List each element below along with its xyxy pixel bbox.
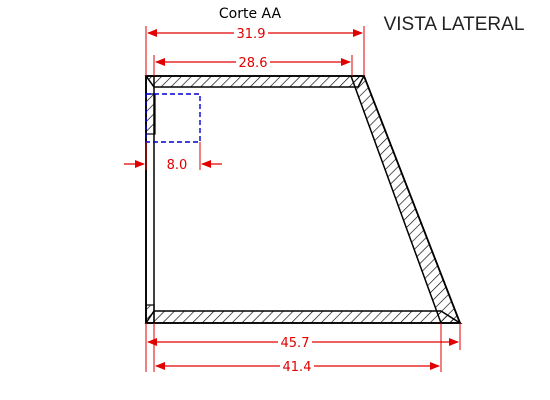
dim-label-bottom-inner: 41.4 <box>283 360 312 375</box>
left-insert-bottom <box>145 304 155 324</box>
dimension-top-inner: 28.6 <box>153 53 353 76</box>
top-wall <box>144 75 366 88</box>
section-title: Corte AA <box>219 6 282 22</box>
dimension-bottom-inner: 41.4 <box>153 323 442 375</box>
dim-label-bottom-outer: 45.7 <box>281 336 310 351</box>
left-insert <box>145 93 156 135</box>
dim-label-pocket: 8.0 <box>167 158 188 173</box>
hidden-pocket <box>145 93 201 143</box>
outline <box>145 75 462 324</box>
dimension-bottom-outer: 45.7 <box>145 323 461 372</box>
view-title: VISTA LATERAL <box>384 14 525 35</box>
dim-label-top-inner: 28.6 <box>239 56 268 71</box>
section-body <box>144 75 463 324</box>
dim-label-top-outer: 31.9 <box>237 27 266 42</box>
slanted-wall <box>349 75 462 324</box>
dimension-top-outer: 31.9 <box>145 24 365 76</box>
dimension-pocket: 8.0 <box>124 142 222 173</box>
bottom-wall <box>144 310 463 324</box>
